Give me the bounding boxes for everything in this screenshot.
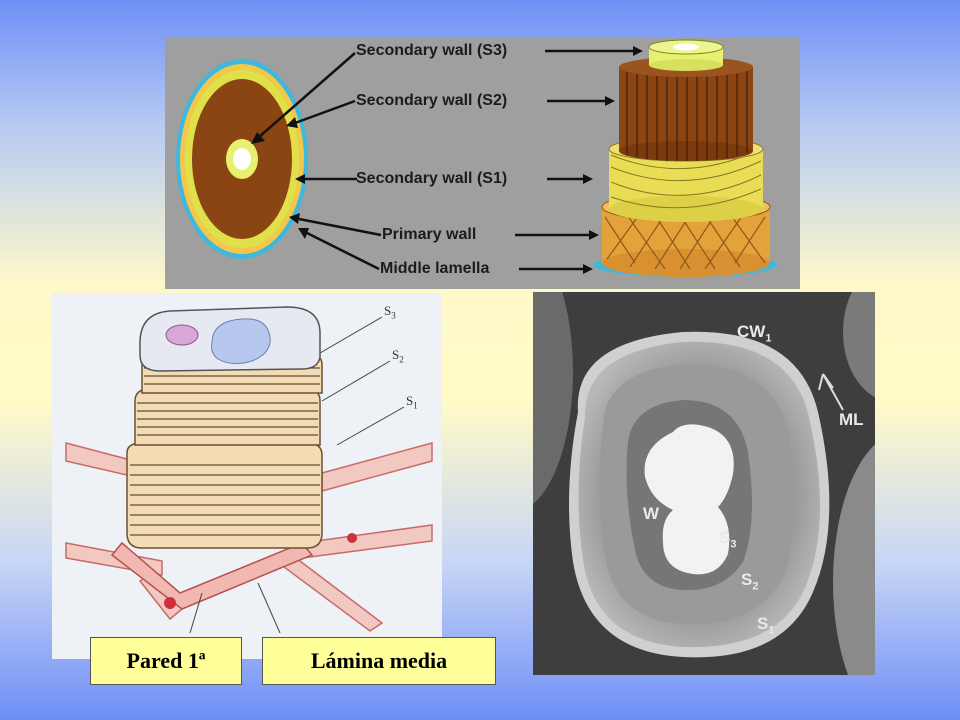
leader-lines [189, 316, 405, 634]
neighbor-cell-right [833, 444, 875, 675]
ml-arrow [818, 373, 844, 411]
vacuole-small [165, 324, 199, 346]
primary-crosshatch [604, 206, 766, 270]
cell-corner-red [164, 597, 176, 609]
micrograph-svg [533, 292, 875, 675]
label-s2: S2 [392, 347, 404, 365]
leader-arrows [251, 46, 643, 274]
label-s3-micro: S3 [719, 528, 737, 551]
cell-illustration-svg [65, 306, 433, 634]
label-w: W [643, 504, 660, 523]
electron-micrograph: CW1 ML W S3 S2 S1 [533, 292, 875, 675]
cell-wall-layers-diagram: Secondary wall (S3) Secondary wall (S2) … [165, 37, 800, 289]
cross-section [176, 59, 308, 259]
s1-stripes [610, 148, 762, 209]
caption-primary-wall: Pared 1ª [90, 637, 242, 685]
neighbor-cell-topright [843, 292, 875, 398]
label-ml: ML [839, 410, 864, 429]
cell-corner-red-2 [347, 533, 357, 543]
label-middle-lamella: Middle lamella [380, 260, 490, 277]
lumen [233, 148, 251, 170]
vacuole-large [211, 318, 271, 365]
neighbor-cell-left [533, 292, 573, 504]
label-secondary-wall-s3: Secondary wall (S3) [356, 42, 508, 59]
label-cw1: CW1 [737, 322, 772, 345]
layer-stack-cell [126, 306, 323, 549]
label-secondary-wall-s2: Secondary wall (S2) [356, 92, 508, 109]
s2-lines [137, 402, 318, 436]
label-s3: S3 [384, 303, 396, 321]
label-s1-micro: S1 [757, 614, 775, 637]
label-primary-wall: Primary wall [382, 226, 477, 243]
label-s2-micro: S2 [741, 570, 759, 593]
lumen [644, 424, 734, 575]
label-s1: S1 [406, 393, 418, 411]
junction-walls [110, 541, 314, 610]
s1-lines [130, 464, 320, 536]
cell-wall-layers-svg [176, 39, 777, 277]
s2-stripes [626, 69, 748, 161]
layer-stack [593, 39, 777, 277]
label-secondary-wall-s1: Secondary wall (S1) [356, 170, 508, 187]
cell-illustration: S3 S2 S1 [52, 293, 442, 659]
caption-middle-lamella: Lámina media [262, 637, 496, 685]
